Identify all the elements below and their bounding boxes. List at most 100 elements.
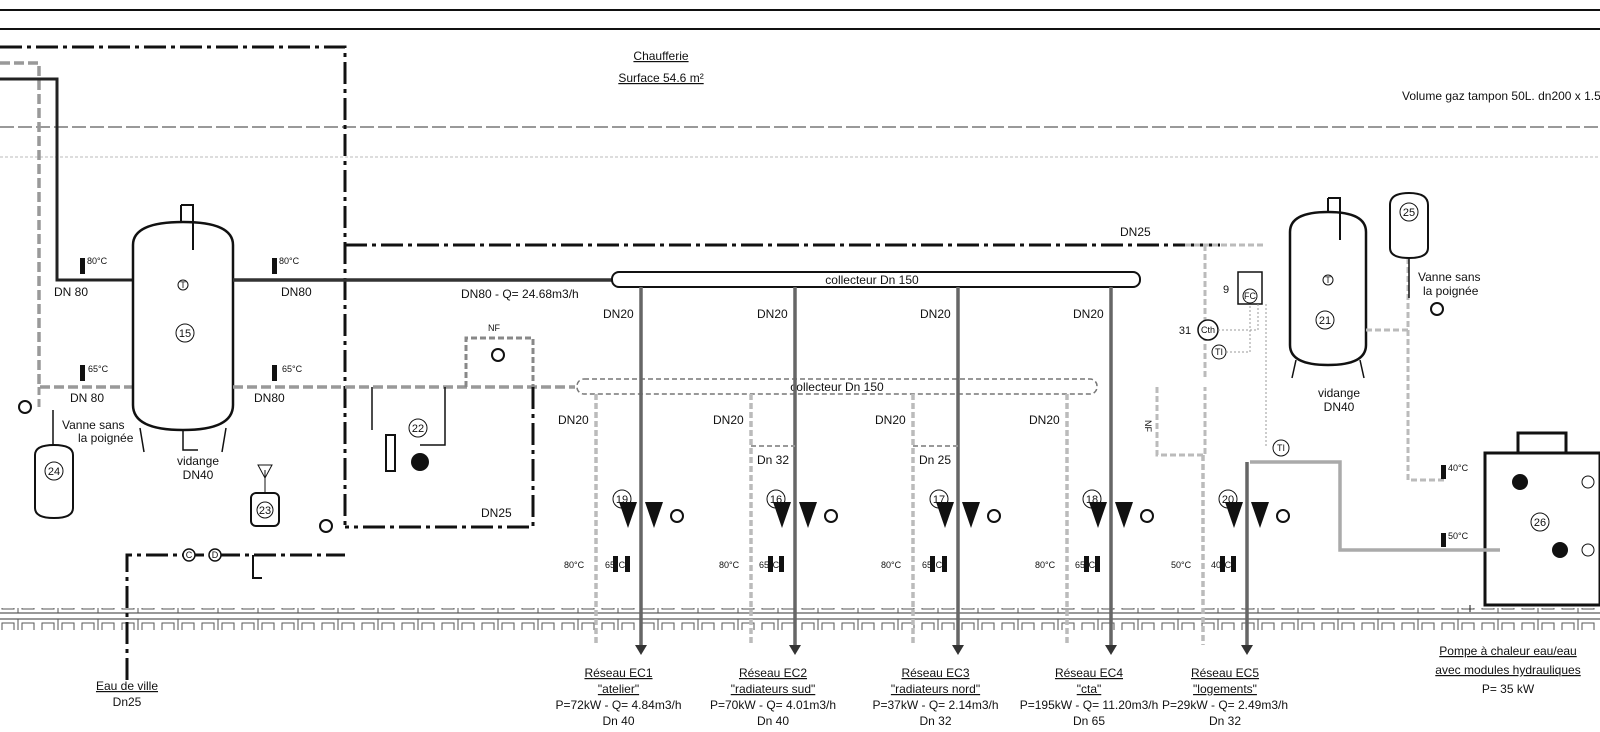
circuit-perf: P=70kW - Q= 4.01m3/h: [710, 698, 836, 712]
ti-label-1: TI: [1215, 347, 1223, 357]
circuit-size: Dn 65: [1073, 714, 1105, 728]
circuit-temp-in: 50°C: [1171, 560, 1192, 570]
circuit-pump-number: 19: [616, 494, 628, 506]
thermometer-icon: [1095, 556, 1100, 572]
d-symbol: D: [212, 550, 219, 560]
circuit-size: Dn 32: [919, 714, 951, 728]
thermometer-icon: [779, 556, 784, 572]
tank15-connections: [80, 258, 615, 389]
tank15-drain-label: vidange: [177, 454, 219, 468]
circuit-name: Réseau EC3: [901, 666, 969, 680]
tank21-number: 21: [1319, 315, 1331, 327]
pump-icon: [1115, 502, 1133, 528]
circuit-return-dn-label: DN20: [558, 413, 589, 427]
tank15-temp-top-right: 80°C: [279, 256, 300, 266]
softener-23: [250, 464, 280, 527]
gauge-icon: [987, 509, 1001, 523]
circuit-dn-label: DN20: [603, 307, 634, 321]
circuit-temp-in: 80°C: [1035, 560, 1056, 570]
heat-pump-26: [1250, 431, 1600, 612]
city-water-size: Dn25: [113, 695, 142, 709]
pump-icon: [619, 502, 637, 528]
hp-temp-in: 50°C: [1448, 531, 1469, 541]
circuit-return-dn-label: DN20: [1029, 413, 1060, 427]
thermometer-icon: [1231, 556, 1236, 572]
flow-arrow-icon: [1105, 645, 1117, 655]
tank15-drain-size: DN40: [183, 468, 214, 482]
pump-number-badge: [766, 489, 786, 509]
right-valve-label-1: Vanne sans: [1418, 270, 1481, 284]
pump-icon: [1251, 502, 1269, 528]
circuit-bypass-dn: Dn 32: [757, 453, 789, 467]
expansion-vessel-25: [1389, 191, 1444, 316]
thermometer-icon: [613, 556, 618, 572]
circuit-desc: "cta": [1077, 682, 1102, 696]
tank15-thermo: T: [180, 280, 186, 290]
hp-temp-out: 40°C: [1448, 463, 1469, 473]
tank15-pipe-bottom-right: DN80: [254, 391, 285, 405]
circuit-temp-out: 40°C: [1211, 560, 1232, 570]
gauge-icon: [824, 509, 838, 523]
circuit-temp-in: 80°C: [719, 560, 740, 570]
flow-arrow-icon: [789, 645, 801, 655]
room-surface: Surface 54.6 m²: [618, 71, 703, 85]
pump-icon: [799, 502, 817, 528]
circuit-temp-in: 80°C: [881, 560, 902, 570]
circuit-temp-out: 65°C: [605, 560, 626, 570]
controller-number: 9: [1223, 284, 1229, 296]
circuit-desc: "radiateurs nord": [891, 682, 980, 696]
circuit-size: Dn 40: [757, 714, 789, 728]
circuit-size: Dn 32: [1209, 714, 1241, 728]
left-valve-label-2: la poignée: [78, 431, 134, 445]
circuit-temp-in: 80°C: [564, 560, 585, 570]
circuit-desc: "atelier": [598, 682, 639, 696]
title-frame: [0, 9, 1600, 158]
nf-label-right: NF: [1143, 420, 1153, 432]
c-symbol: C: [186, 550, 193, 560]
hp-title-1: Pompe à chaleur eau/eau: [1439, 644, 1576, 658]
pump-icon: [962, 502, 980, 528]
flow-arrow-icon: [635, 645, 647, 655]
tank15-pipe-bottom-left: DN 80: [70, 391, 104, 405]
controller-label: FC: [1244, 291, 1256, 301]
circuit-perf: P=37kW - Q= 2.14m3/h: [872, 698, 998, 712]
nf-label-left: NF: [488, 323, 500, 333]
circuit-temp-out: 65°C: [922, 560, 943, 570]
circuit-return-dn-label: DN20: [875, 413, 906, 427]
buffer-tank-15: [131, 204, 235, 453]
gauge-icon: [1276, 509, 1290, 523]
circuit-perf: P=29kW - Q= 2.49m3/h: [1162, 698, 1288, 712]
city-water-line: [125, 519, 345, 680]
pump-number-badge: [612, 489, 632, 509]
circuit-name: Réseau EC2: [739, 666, 807, 680]
left-boundary-pipes: [0, 45, 1220, 527]
dn25-label-right: DN25: [1120, 225, 1151, 239]
return-collector: [576, 378, 1098, 395]
circuit-desc: "logements": [1193, 682, 1257, 696]
flow-arrow-icon: [1241, 645, 1253, 655]
city-water-label: Eau de ville: [96, 679, 158, 693]
tank21-drain-size: DN40: [1324, 400, 1355, 414]
tank21-thermo: T: [1325, 275, 1331, 285]
pump-number-badge: [1218, 489, 1238, 509]
pump-icon: [645, 502, 663, 528]
thermometer-icon: [1220, 556, 1225, 572]
thermometer-icon: [768, 556, 773, 572]
tank15-pipe-top-left: DN 80: [54, 285, 88, 299]
circuit-dn-label: DN20: [920, 307, 951, 321]
vessel25-number: 25: [1403, 207, 1415, 219]
cth-number: 31: [1179, 325, 1191, 337]
dn25-label-left: DN25: [481, 506, 512, 520]
gauge-icon: [1140, 509, 1154, 523]
circuit-temp-out: 65°C: [1075, 560, 1096, 570]
flow-note: DN80 - Q= 24.68m3/h: [461, 287, 579, 301]
tank15-pipe-top-right: DN80: [281, 285, 312, 299]
left-valve-label-1: Vanne sans: [62, 418, 125, 432]
circuit-return-dn-label: DN20: [713, 413, 744, 427]
tank21-drain-label: vidange: [1318, 386, 1360, 400]
